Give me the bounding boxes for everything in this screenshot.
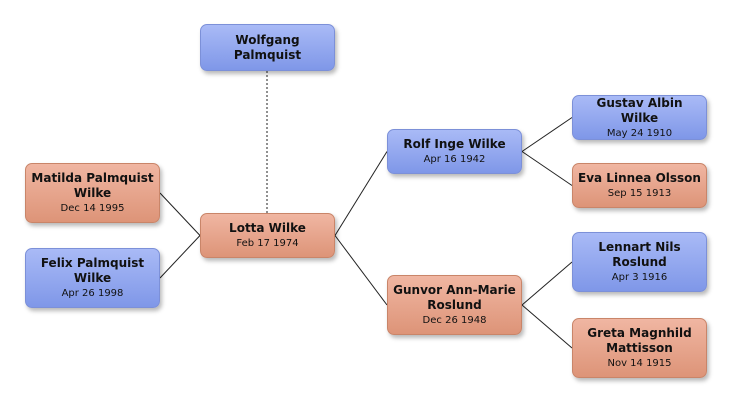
person-date: Apr 16 1942 (423, 154, 486, 165)
relation-line-lotta-gunvor (334, 235, 388, 306)
relation-line-matilda-lotta (159, 192, 201, 236)
person-name-line: Mattisson (606, 341, 673, 355)
relation-line-rolf-eva (521, 151, 573, 186)
person-name-line: Wolfgang (235, 32, 300, 47)
person-name-line: Lotta Wilke (229, 221, 306, 235)
relation-line-lotta-rolf (334, 151, 388, 236)
person-date: May 24 1910 (606, 127, 673, 139)
person-date: Dec 14 1995 (60, 203, 125, 214)
person-date: Dec 26 1948 (422, 315, 487, 326)
person-name-line: Felix Palmquist (40, 256, 145, 270)
person-date: Nov 14 1915 (607, 358, 672, 369)
person-date: Sep 15 1913 (607, 188, 672, 199)
person-name-line: Eva Linnea Olsson (578, 171, 701, 185)
person-name-line: Matilda Palmquist (31, 171, 154, 185)
person-name-line: Gustav Albin Wilke (596, 95, 683, 125)
relation-line-rolf-gustav (521, 117, 573, 152)
person-date: Apr 26 1998 (61, 288, 124, 299)
person-name: Lotta Wilke (225, 221, 310, 236)
person-name: Eva Linnea Olsson (574, 171, 705, 186)
person-name-line: Wilke (73, 271, 112, 285)
person-name-line: Gunvor Ann-Marie (393, 283, 516, 297)
person-date: Apr 3 1916 (611, 272, 668, 283)
person-name-line: Lennart Nils (598, 240, 681, 254)
person-name-line: Roslund (427, 298, 482, 312)
person-name-line: Greta Magnhild (587, 326, 692, 340)
person-name-line: Wilke (73, 186, 112, 200)
person-name-line: Roslund (612, 255, 667, 269)
relation-line-felix-lotta (159, 235, 201, 279)
person-date: Feb 17 1974 (236, 238, 299, 249)
person-name: Rolf Inge Wilke (399, 137, 509, 152)
relation-line-gunvor-lennart (521, 261, 573, 306)
relation-line-gunvor-greta (521, 304, 573, 349)
person-name: Gustav Albin Wilke (573, 96, 706, 126)
person-name-line: Rolf Inge Wilke (403, 137, 506, 151)
person-name-line: Palmquist (233, 47, 302, 62)
